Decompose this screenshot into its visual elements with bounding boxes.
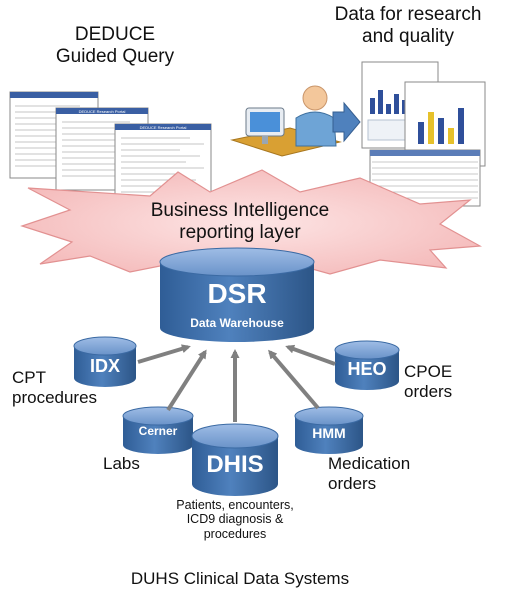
patients-label: Patients, encounters, ICD9 diagnosis & p… bbox=[176, 498, 294, 541]
arrow-heo-to-dsr bbox=[285, 344, 336, 366]
deduce-title: DEDUCE Guided Query bbox=[55, 24, 175, 67]
heo-label: HEO bbox=[347, 359, 387, 379]
source-arrows bbox=[137, 344, 336, 422]
research-title: Data for research and quality bbox=[334, 4, 482, 47]
bi-burst bbox=[20, 169, 483, 277]
research-reports bbox=[361, 61, 486, 207]
deduce-screen-header-2: DEDUCE Research Portal bbox=[79, 109, 126, 114]
arrow-idx-to-dsr bbox=[137, 344, 191, 364]
dsr-title: DSR bbox=[207, 278, 267, 309]
medication-orders-label: Medication orders bbox=[328, 454, 411, 493]
hmm-label: HMM bbox=[312, 425, 346, 441]
cpt-procedures-label: CPT procedures bbox=[12, 368, 98, 407]
dsr-subtitle: Data Warehouse bbox=[190, 316, 284, 330]
dhis-label: DHIS bbox=[206, 451, 264, 478]
heo-cylinder bbox=[334, 340, 400, 390]
cerner-label: Cerner bbox=[138, 424, 178, 438]
dsr-cylinder bbox=[159, 247, 315, 342]
labs-label: Labs bbox=[103, 454, 140, 473]
arrow-cerner-to-dsr bbox=[166, 349, 207, 412]
research-arrow bbox=[332, 101, 361, 143]
idx-label: IDX bbox=[89, 356, 120, 376]
bi-layer-label: Business Intelligence reporting layer bbox=[150, 200, 330, 243]
idx-cylinder bbox=[73, 336, 137, 387]
cerner-cylinder bbox=[122, 406, 194, 454]
deduce-screen-header-3: DEDUCE Research Portal bbox=[140, 125, 187, 130]
report-table bbox=[369, 149, 481, 207]
cpoe-orders-label: CPOE orders bbox=[404, 362, 453, 401]
arrow-hmm-to-dsr bbox=[268, 349, 320, 410]
analyst-at-computer-icon bbox=[230, 85, 342, 157]
dhis-cylinder bbox=[191, 423, 279, 496]
footer-title: DUHS Clinical Data Systems bbox=[130, 569, 350, 588]
hmm-cylinder bbox=[294, 406, 364, 454]
